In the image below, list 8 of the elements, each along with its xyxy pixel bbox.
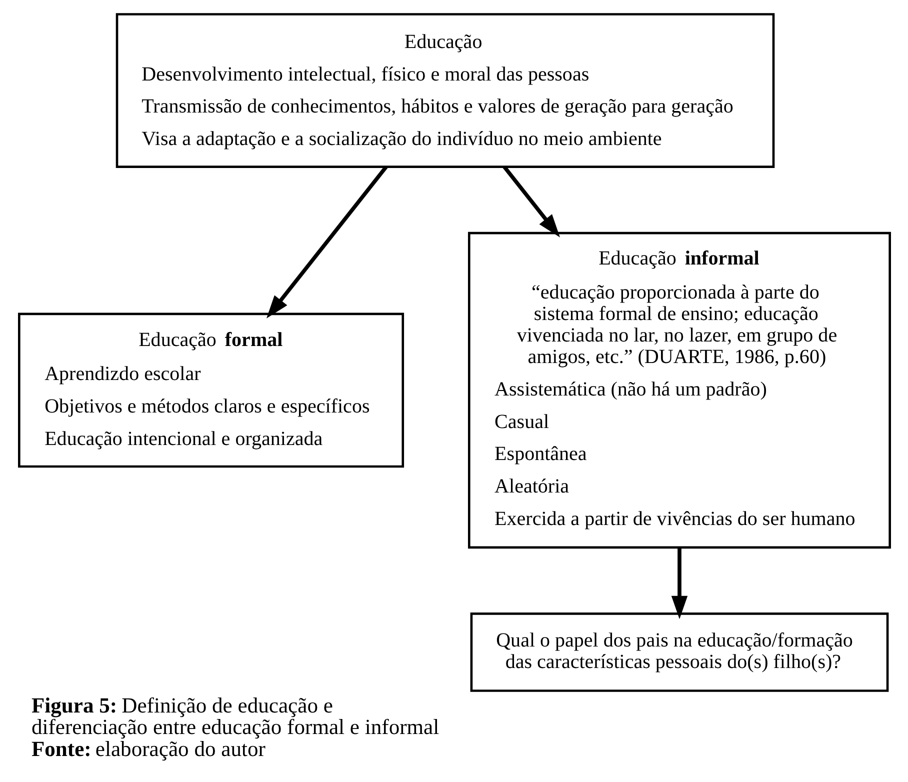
arrow xyxy=(502,166,560,238)
caption: Figura 5: Definição de educação e diferenciação entre educação formal e informal Fonte: elaboração do autor xyxy=(30,694,439,761)
node-box: Qual o papel dos pais na educação/formação das características pessoais do(s) filho(s)? xyxy=(470,612,888,692)
arrow xyxy=(670,548,688,620)
node-box: Educação Desenvolvimento intelectual, físico e moral das pessoas Transmissão de conhecimentos, hábitos e valores de geração para geração Visa a adaptação e a socialização do indivíduo no meio ambiente xyxy=(115,13,774,168)
node-box: Educação informal “educação proporcionada à parte do sistema formal de ensino; educação vivenciada no lar, no lazer, em grupo de amigos, etc.” (DUARTE, 1986, p.60) Assistemática (não há um padrão) Casual Espontânea Aleatória Exercida a partir de vivências do ser humano xyxy=(467,232,890,549)
arrow xyxy=(266,166,388,318)
node-box: Educação formal Aprendizdo escolar Objetivos e métodos claros e específicos Educação intencional e organizada xyxy=(18,312,404,468)
